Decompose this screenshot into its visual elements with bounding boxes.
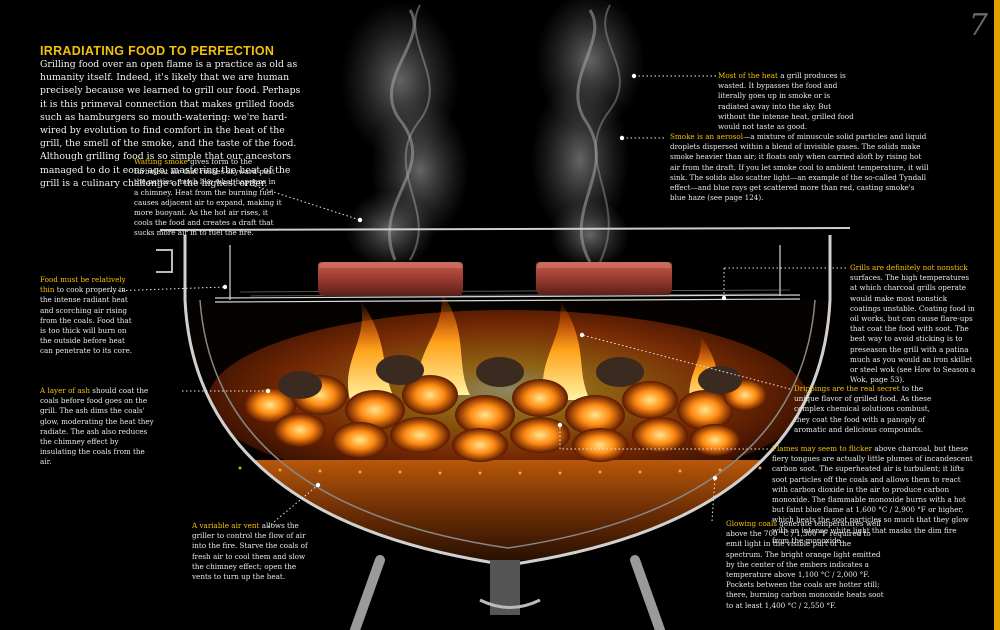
burger-patties — [318, 262, 672, 296]
intro-paragraph: Grilling food over an open flame is a pr… — [40, 59, 301, 189]
caption-glowing-coals: Glowing coals generate temperatures well… — [726, 519, 884, 610]
page-edge-bar — [994, 0, 1000, 630]
caption-grills-nonstick: Grills are definitely not nonstick surfa… — [850, 263, 976, 385]
caption-most-heat: Most of the heat a grill produces is was… — [718, 71, 854, 132]
caption-air-vent: A variable air vent allows the griller t… — [192, 521, 308, 582]
caption-food-thin: Food must be relatively thin to cook pro… — [40, 275, 132, 356]
glowing-coals — [244, 355, 767, 462]
caption-ash: A layer of ash should coat the coals bef… — [40, 386, 154, 467]
smoke-plumes — [340, 0, 645, 270]
caption-wafting-smoke: Wafting smoke gives form to the turbulen… — [134, 157, 282, 238]
page-title: IRRADIATING FOOD TO PERFECTION — [40, 44, 275, 58]
caption-smoke-aerosol: Smoke is an aerosol—a mixture of minuscu… — [670, 132, 929, 203]
caption-drippings: Drippings are the real secret to the uni… — [794, 384, 932, 434]
page-number: 7 — [968, 8, 988, 43]
caption-flames: Flames may seem to flicker above charcoa… — [772, 444, 973, 545]
